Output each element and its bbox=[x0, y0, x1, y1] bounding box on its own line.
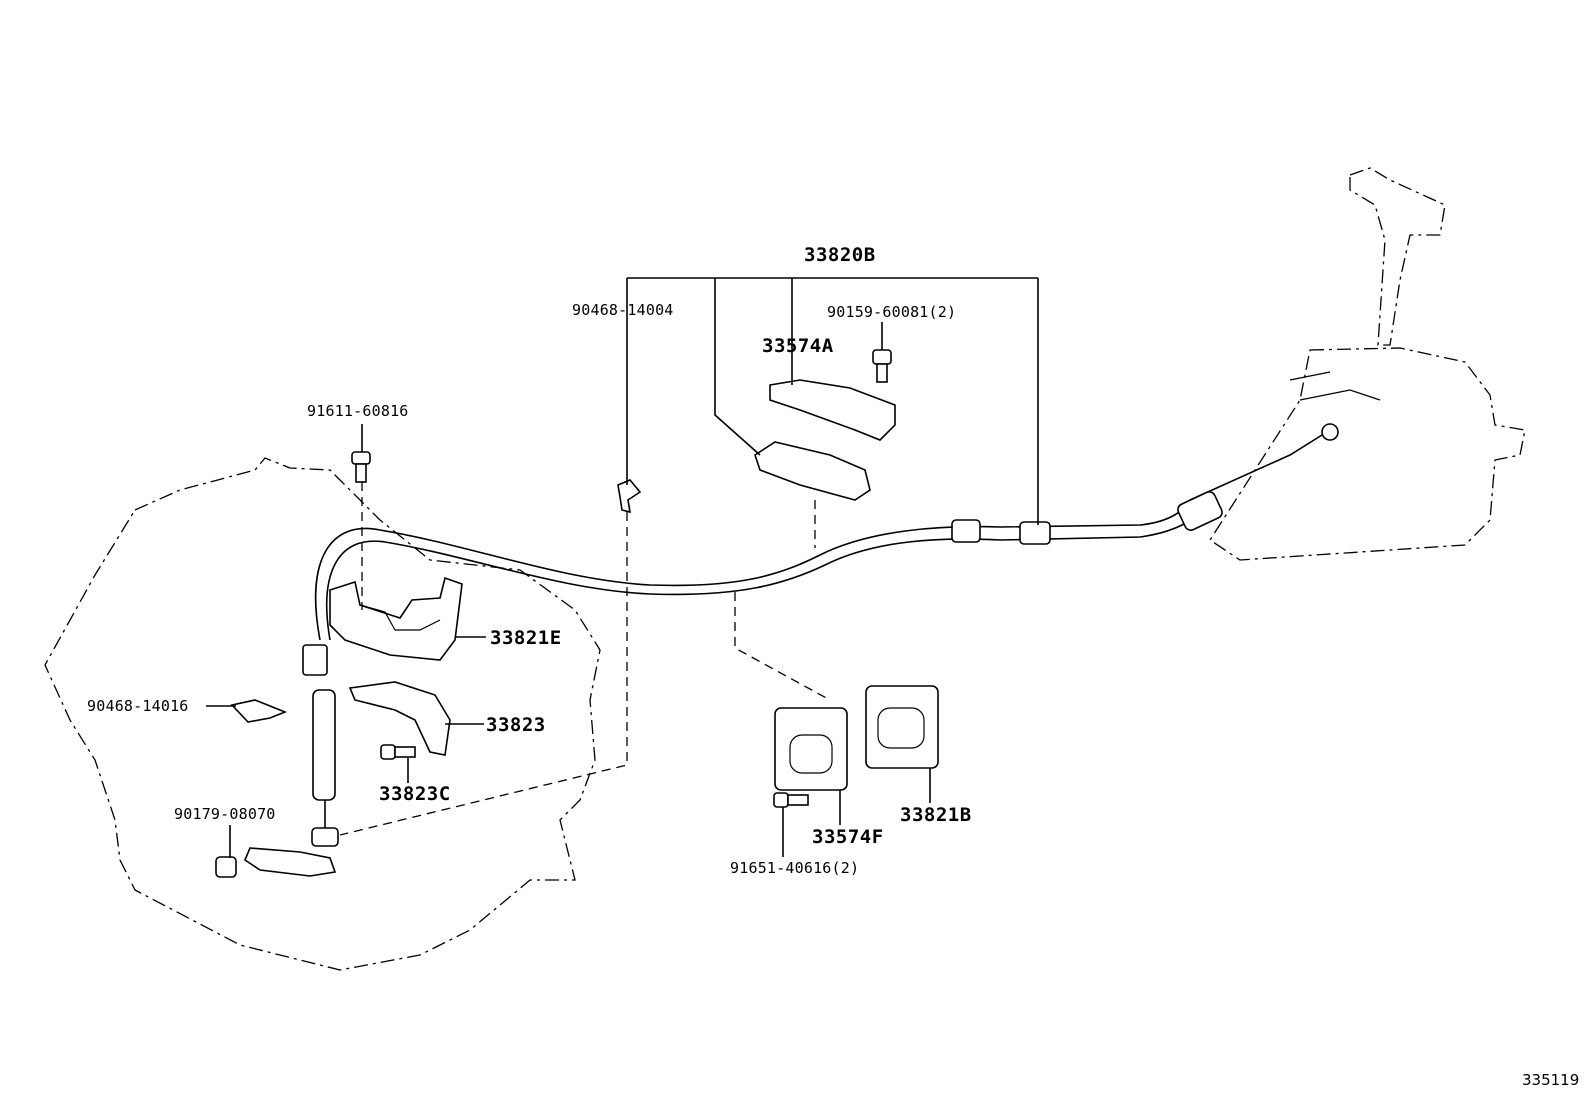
label-bracket-small: 33823 bbox=[486, 714, 546, 736]
label-bolt-trans: 91611-60816 bbox=[307, 402, 409, 420]
cable-end-eye bbox=[1321, 423, 1339, 441]
label-clip-left: 90468-14016 bbox=[87, 697, 189, 715]
label-bolt-small: 33823C bbox=[379, 783, 451, 805]
leader-33820B bbox=[626, 277, 1039, 525]
figure-reference: 335119 bbox=[1522, 1071, 1580, 1089]
screw-bottom-head bbox=[773, 792, 789, 808]
clip-left-shape bbox=[230, 699, 288, 723]
bolt-small-head bbox=[380, 744, 396, 760]
cable-lower-sleeve bbox=[302, 644, 328, 676]
retainer-a-shape bbox=[769, 379, 896, 441]
retainer-f-inner bbox=[789, 734, 833, 774]
shift-lever-detail bbox=[1289, 371, 1381, 401]
gasket-inner bbox=[877, 707, 925, 749]
screw-top-head bbox=[872, 349, 892, 365]
shift-console-outline bbox=[1209, 347, 1526, 561]
gasket-shape bbox=[865, 685, 939, 769]
label-gasket: 33821B bbox=[900, 804, 972, 826]
shift-cable-outer bbox=[326, 509, 1201, 641]
cable-lower-end bbox=[311, 827, 339, 847]
label-screw-top: 90159-60081(2) bbox=[827, 303, 957, 321]
cable-sleeve-1 bbox=[951, 519, 981, 543]
bolt-small-shank bbox=[394, 746, 416, 758]
dash-retainer-f bbox=[734, 592, 831, 701]
bracket-detail bbox=[359, 604, 441, 631]
label-clip-top: 90468-14004 bbox=[572, 301, 674, 319]
clip-top-shape bbox=[617, 479, 642, 514]
label-screw-bottom: 91651-40616(2) bbox=[730, 859, 860, 877]
label-retainer-a: 33574A bbox=[762, 335, 834, 357]
cable-lower-boot bbox=[312, 689, 336, 801]
bolt-trans-head bbox=[351, 451, 371, 465]
label-nut: 90179-08070 bbox=[174, 805, 276, 823]
shift-cable bbox=[314, 429, 1331, 641]
screw-bottom-shank bbox=[787, 794, 809, 806]
transmission-outline bbox=[44, 457, 601, 971]
screw-top-shank bbox=[876, 363, 888, 383]
nut-shape bbox=[215, 856, 237, 878]
retainer-f-shape bbox=[774, 707, 848, 791]
label-bracket: 33821E bbox=[490, 627, 562, 649]
cable-end-fitting bbox=[1177, 491, 1223, 531]
bolt-trans-shank bbox=[355, 463, 367, 483]
shift-lever-outline bbox=[1349, 167, 1446, 346]
label-cable-assy: 33820B bbox=[804, 244, 876, 266]
bracket-shape bbox=[329, 576, 463, 661]
bracket-small-shape bbox=[348, 681, 451, 756]
cable-sleeve-2 bbox=[1019, 521, 1051, 545]
retainer-lower-shape bbox=[754, 441, 871, 501]
trans-lever bbox=[244, 847, 337, 877]
label-retainer-f: 33574F bbox=[812, 826, 884, 848]
